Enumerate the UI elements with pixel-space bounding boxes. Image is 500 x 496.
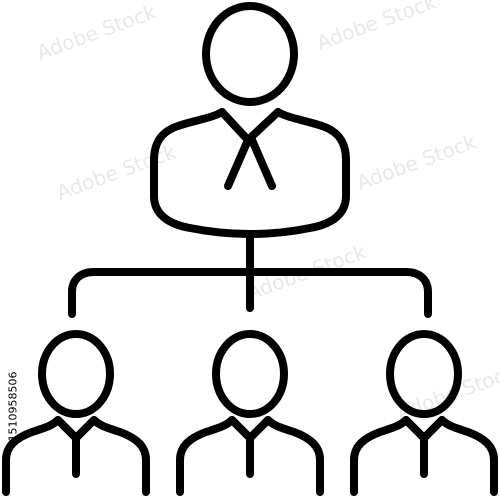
- svg-text:Adobe Stock: Adobe Stock: [34, 0, 160, 65]
- subordinate-person-center-icon: [176, 330, 324, 496]
- svg-text:Adobe Stock: Adobe Stock: [314, 0, 440, 55]
- stock-id-label: 1510958506: [6, 371, 20, 442]
- watermark-pattern: Adobe Stock Adobe Stock Adobe Stock Adob…: [34, 0, 500, 425]
- svg-text:Adobe Stock: Adobe Stock: [54, 139, 180, 204]
- svg-text:Adobe Stock: Adobe Stock: [394, 359, 500, 424]
- svg-text:Adobe Stock: Adobe Stock: [354, 129, 480, 194]
- subordinate-person-left-icon: [2, 330, 150, 496]
- hierarchy-connector: [68, 232, 432, 318]
- subordinate-person-right-icon: [350, 330, 498, 496]
